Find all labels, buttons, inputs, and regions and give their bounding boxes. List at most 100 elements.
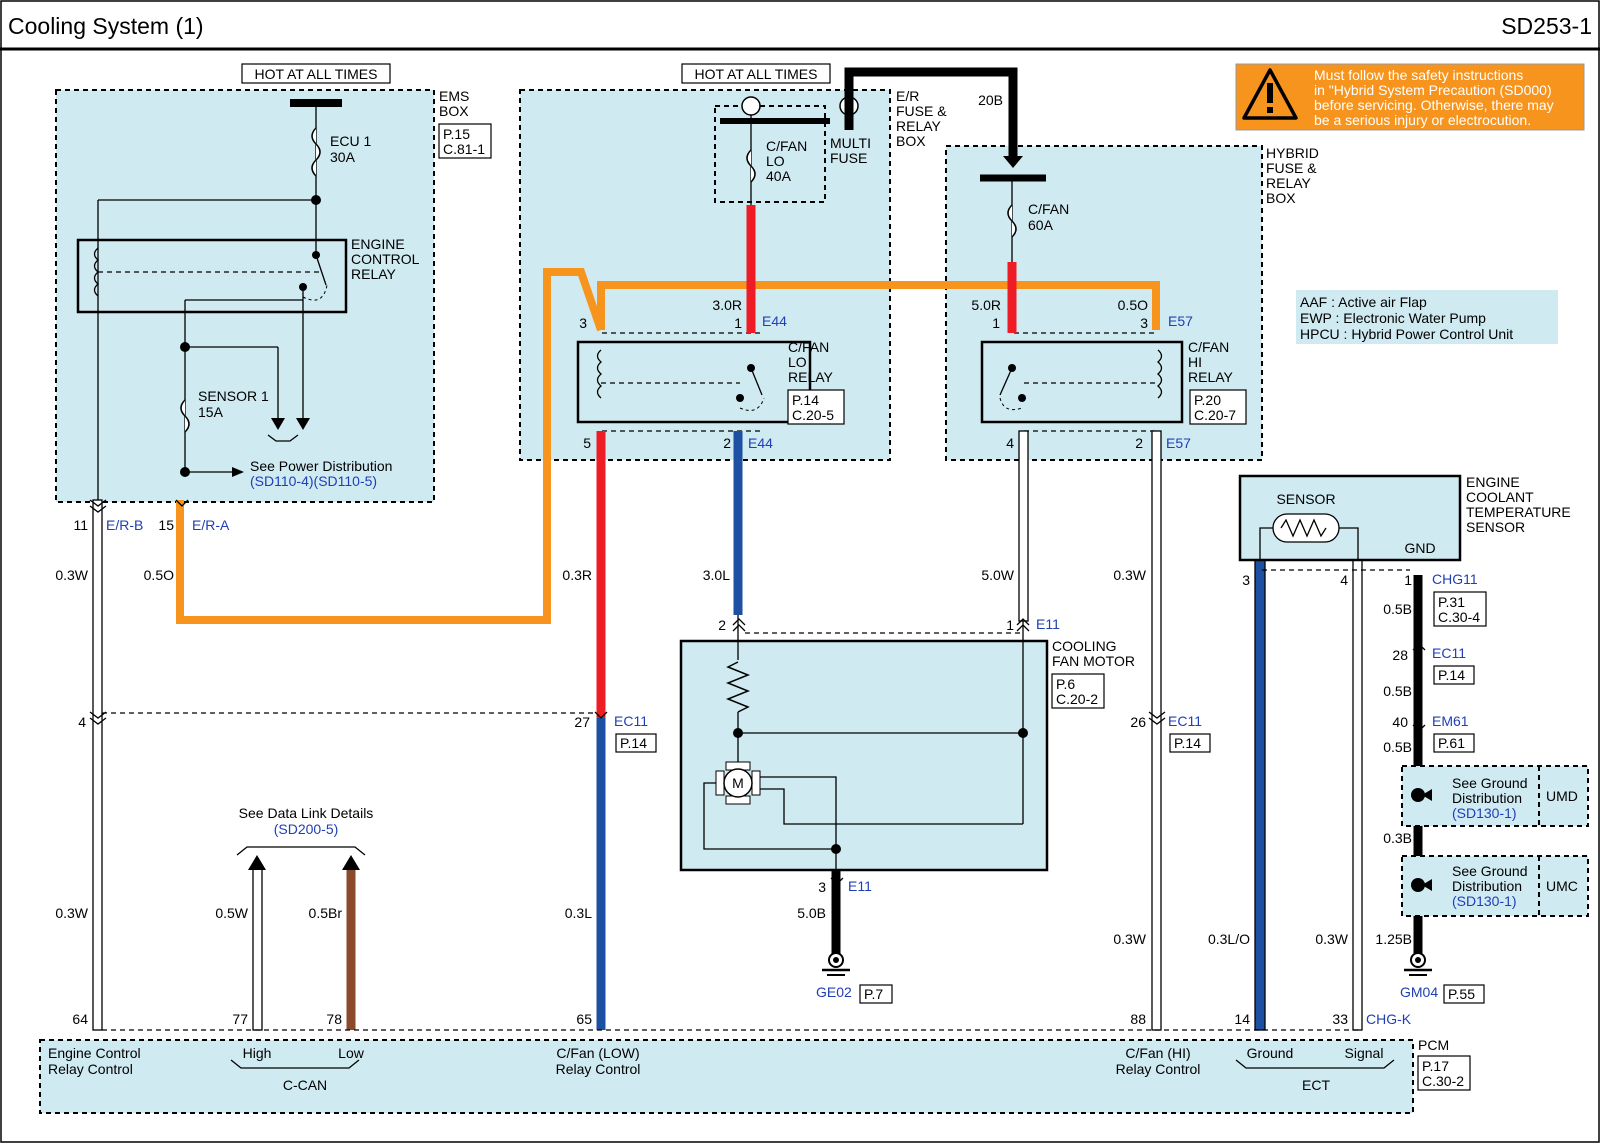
- diagram-label: See Power Distribution: [250, 458, 392, 474]
- diagram-label: 26: [1130, 714, 1146, 730]
- safety-warning: Must follow the safety instructions in "…: [1235, 63, 1585, 131]
- diagram-label: 0.5B: [1383, 601, 1412, 617]
- diagram-label: P.6: [1056, 676, 1075, 692]
- diagram-label: 3: [1242, 572, 1250, 588]
- diagram-label: P.17: [1422, 1058, 1449, 1074]
- diagram-label: EC11: [1168, 713, 1202, 729]
- diagram-label: See Data Link Details: [239, 805, 374, 821]
- diagram-label: before servicing. Otherwise, there may: [1314, 97, 1554, 113]
- diagram-label: 28: [1392, 647, 1408, 663]
- diagram-label: UMD: [1546, 788, 1578, 804]
- diagram-label: 4: [78, 714, 86, 730]
- diagram-label: 0.5Br: [309, 905, 343, 921]
- diagram-label: 1.25B: [1375, 931, 1412, 947]
- diagram-label: P.31: [1438, 594, 1465, 610]
- diagram-label: 5.0R: [971, 297, 1001, 313]
- diagram-label: ECT: [1302, 1077, 1330, 1093]
- diagram-label: in "Hybrid System Precaution (SD000): [1314, 82, 1552, 98]
- diagram-label: SENSOR 1: [198, 388, 269, 404]
- diagram-label: GND: [1404, 540, 1435, 556]
- diagram-label: High: [243, 1045, 272, 1061]
- diagram-label: 11: [73, 517, 88, 533]
- diagram-label: 3: [1140, 315, 1148, 331]
- diagram-label: 0.5O: [1118, 297, 1148, 313]
- diagram-label: EMS: [439, 88, 469, 104]
- diagram-label: 2: [718, 617, 726, 633]
- diagram-label: HYBRID: [1266, 145, 1319, 161]
- diagram-label: RELAY: [1266, 175, 1312, 191]
- diagram-label: 78: [326, 1011, 342, 1027]
- diagram-label: GM04: [1400, 984, 1438, 1000]
- diagram-label: Ground: [1247, 1045, 1294, 1061]
- ecu-fuse-icon: [311, 127, 321, 177]
- diagram-label: 3: [579, 315, 587, 331]
- diagram-label: C/FAN: [766, 138, 807, 154]
- diagram-label: EC11: [614, 713, 648, 729]
- diagram-label: PCM: [1418, 1037, 1449, 1053]
- diagram-label: 1: [734, 315, 742, 331]
- diagram-label: 30A: [330, 149, 356, 165]
- diagram-label: EC11: [1432, 645, 1466, 661]
- diagram-label: P.61: [1438, 735, 1465, 751]
- diagram-label: P.20: [1194, 392, 1221, 408]
- diagram-label: 0.5W: [215, 905, 248, 921]
- diagram-label: 15: [158, 517, 174, 533]
- diagram-label: RELAY: [896, 118, 942, 134]
- diagram-label: (SD110-4)(SD110-5): [250, 473, 377, 489]
- diagram-label: 1: [992, 315, 1000, 331]
- diagram-label: P.14: [620, 735, 647, 751]
- diagram-label: C.30-2: [1422, 1073, 1464, 1089]
- engine-control-relay: [76, 238, 348, 314]
- diagram-label: E57: [1168, 313, 1193, 329]
- diagram-label: Low: [338, 1045, 365, 1061]
- diagram-label: 1: [1404, 572, 1412, 588]
- diagram-label: HI: [1188, 354, 1202, 370]
- diagram-label: E11: [848, 878, 872, 894]
- thermistor-icon: [1280, 518, 1327, 538]
- diagram-label: P.55: [1448, 986, 1475, 1002]
- diagram-label: 5: [583, 435, 591, 451]
- diagram-label: Engine Control: [48, 1045, 141, 1061]
- diagram-label: E44: [762, 313, 787, 329]
- diagram-label: P.15: [443, 126, 470, 142]
- diagram-label: 1: [1006, 617, 1014, 633]
- diagram-label: C/Fan (HI): [1125, 1045, 1190, 1061]
- pcm-box: [39, 1039, 1414, 1114]
- ground-dist-umd: [1401, 765, 1589, 827]
- diagram-label: 0.3L: [565, 905, 592, 921]
- diagram-label: RELAY: [351, 266, 397, 282]
- diagram-label: AAF : Active air Flap: [1300, 294, 1427, 310]
- motor-icon: [723, 768, 753, 798]
- diagram-label: 64: [72, 1011, 88, 1027]
- diagram-label: COOLING: [1052, 638, 1117, 654]
- ems-box: [55, 89, 435, 503]
- cfan-hi-relay: [980, 340, 1184, 424]
- diagram-label: 0.3W: [55, 567, 88, 583]
- diagram-label: 40A: [766, 168, 792, 184]
- diagram-label: 33: [1332, 1011, 1348, 1027]
- diagram-label: 40: [1392, 714, 1408, 730]
- diagram-label: LO: [788, 354, 807, 370]
- diagram-label: E/R: [896, 88, 919, 104]
- diagram-label: C.20-7: [1194, 407, 1236, 423]
- diagram-label: 3.0L: [703, 567, 730, 583]
- diagram-label: Distribution: [1452, 878, 1522, 894]
- diagram-label: ENGINE: [1466, 474, 1520, 490]
- diagram-label: 2: [723, 435, 731, 451]
- diagram-label: 0.3R: [562, 567, 592, 583]
- diagram-label: 0.5B: [1383, 683, 1412, 699]
- diagram-label: 4: [1006, 435, 1014, 451]
- diagram-label: E57: [1166, 435, 1191, 451]
- diagram-label: UMC: [1546, 878, 1578, 894]
- cooling-fan-motor: [679, 639, 1049, 872]
- diagram-label: FUSE &: [1266, 160, 1317, 176]
- diagram-label: Relay Control: [1116, 1061, 1201, 1077]
- diagram-label: M: [732, 775, 744, 791]
- diagram-label: E/R-B: [106, 517, 143, 533]
- diagram-label: 15A: [198, 404, 224, 420]
- diagram-label: See Ground: [1452, 775, 1528, 791]
- diagram-label: 60A: [1028, 217, 1054, 233]
- diagram-label: C-CAN: [283, 1077, 327, 1093]
- diagram-label: C.20-2: [1056, 691, 1098, 707]
